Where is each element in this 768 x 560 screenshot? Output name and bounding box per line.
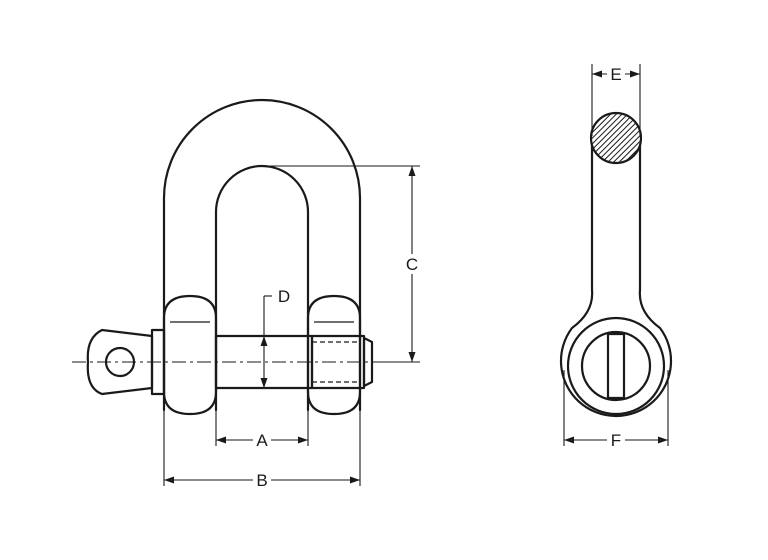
label-b: B xyxy=(256,471,267,490)
dimension-d: D xyxy=(260,287,290,388)
shackle-body-inner xyxy=(214,164,310,412)
label-a: A xyxy=(256,431,268,450)
shackle-body-outer xyxy=(162,98,362,412)
pin-end xyxy=(362,336,374,388)
left-eye xyxy=(162,294,218,416)
label-e: E xyxy=(610,65,621,84)
side-body-outline xyxy=(559,134,673,418)
pin-slot xyxy=(606,332,626,400)
dimension-a: A xyxy=(215,410,309,450)
right-eye xyxy=(306,294,362,416)
dimension-c: C xyxy=(270,165,422,363)
side-eye-ring xyxy=(566,316,666,416)
hatched-section xyxy=(589,111,643,165)
front-view: A B C D xyxy=(72,98,422,490)
pin-head-disc xyxy=(580,330,652,402)
label-c: C xyxy=(406,255,418,274)
label-d: D xyxy=(278,287,290,306)
dimension-b: B xyxy=(163,410,361,490)
dimension-e: E xyxy=(591,64,641,136)
side-view: E F xyxy=(559,64,673,450)
label-f: F xyxy=(611,431,621,450)
dimension-f: F xyxy=(563,370,669,450)
pin-head-eye xyxy=(86,328,154,396)
